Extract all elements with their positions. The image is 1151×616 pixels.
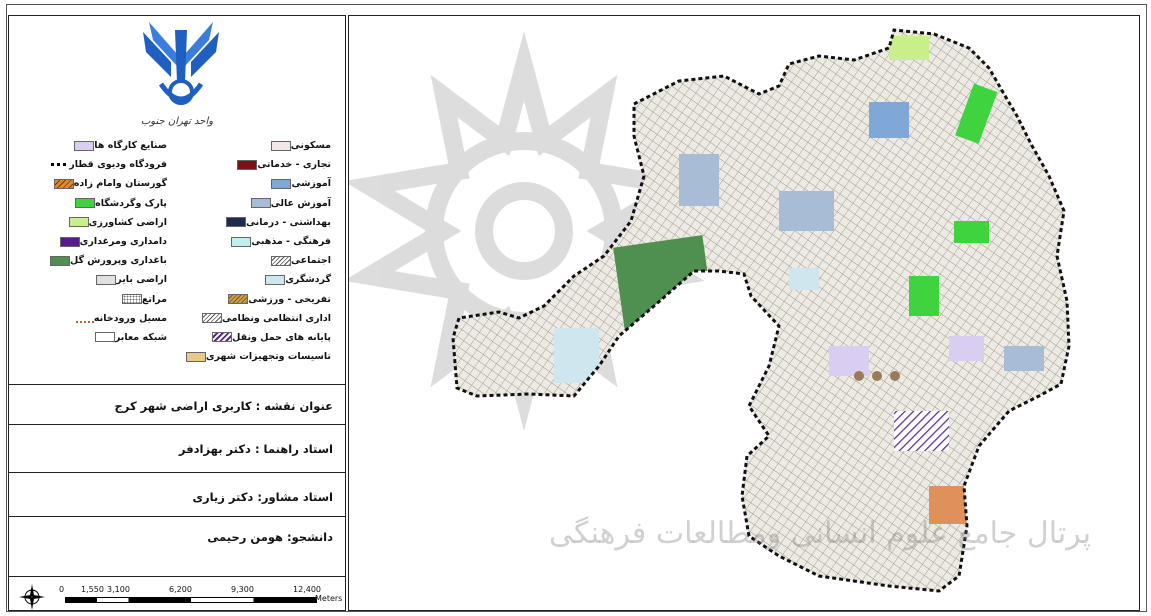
- legend-item: فرهنگی - مذهبی: [171, 232, 331, 251]
- legend-item: اراضی کشاورزی: [7, 213, 167, 232]
- legend-label: مسیل ورودخانه: [93, 312, 167, 324]
- legend-item: مراتع: [7, 290, 167, 309]
- scale-tick: 1,550: [81, 585, 104, 594]
- legend-swatch: [75, 198, 96, 209]
- legend-swatch: [53, 178, 74, 189]
- scale-tick: 3,100: [107, 585, 130, 594]
- consultant-label: استاد مشاور: دکتر زیاری: [192, 490, 333, 504]
- legend-column-left: صنایع کارگاه ها فرودگاه ودیوی قطار گورستان…: [7, 136, 167, 347]
- scale-tick: 6,200: [169, 585, 192, 594]
- divider: [9, 424, 345, 425]
- north-arrow-icon: [19, 584, 45, 610]
- legend-label: شبکه معابر: [114, 331, 167, 343]
- legend-item: دامداری ومرغداری: [7, 232, 167, 251]
- divider: [9, 384, 345, 385]
- legend-label: اداری انتظامی ونظامی: [222, 312, 331, 324]
- map-title: عنوان نقشه : کاربری اراضی شهر کرج: [114, 399, 333, 413]
- legend-label: مراتع: [141, 293, 167, 305]
- legend-swatch: [49, 255, 70, 266]
- legend-item: گورستان وامام زاده: [7, 174, 167, 193]
- legend-label: بهداشتی - درمانی: [246, 216, 331, 228]
- advisor-label: استاد راهنما : دکتر بهزادفر: [178, 442, 333, 456]
- legend-swatch: [271, 178, 292, 189]
- divider: [9, 516, 345, 517]
- legend-swatch: [250, 198, 271, 209]
- university-logo-icon: [143, 22, 219, 105]
- map-legend: مسکونی تجاری - خدماتی آموزشی آموزش عالی بهدا…: [9, 136, 345, 380]
- legend-item: باغداری وپرورش گل: [7, 251, 167, 270]
- legend-item: شبکه معابر: [7, 328, 167, 347]
- map-panel: پرتال جامع علوم انسانی ومطالعات فرهنگی: [348, 15, 1140, 611]
- divider: [9, 472, 345, 473]
- legend-label: تجاری - خدماتی: [257, 159, 331, 171]
- legend-label: تاسیسات وتجهیزات شهری: [205, 351, 331, 363]
- legend-label: اراضی کشاورزی: [88, 216, 167, 228]
- legend-label: آموزش عالی: [270, 197, 331, 209]
- legend-label: مسکونی: [290, 140, 331, 152]
- legend-swatch: [265, 274, 286, 285]
- scale-units: Meters: [315, 594, 343, 603]
- legend-item: مسکونی: [171, 136, 331, 155]
- divider: [9, 576, 345, 577]
- legend-swatch: [96, 274, 117, 285]
- legend-swatch: [59, 236, 80, 247]
- legend-label: تفریحی - ورزشی: [248, 293, 331, 305]
- legend-label: گردشگری: [285, 274, 331, 286]
- legend-item: بهداشتی - درمانی: [171, 213, 331, 232]
- legend-sidebar: واحد تهران جنوب مسکونی تجاری - خدماتی آموز…: [8, 15, 346, 611]
- legend-label: دامداری ومرغداری: [79, 236, 167, 248]
- legend-label: فرودگاه ودیوی قطار: [69, 159, 167, 171]
- legend-label: فرهنگی - مذهبی: [251, 236, 331, 248]
- legend-label: صنایع کارگاه ها: [94, 140, 167, 152]
- legend-label: باغداری وپرورش گل: [69, 255, 167, 267]
- legend-item: پایانه های حمل ونقل: [171, 328, 331, 347]
- student-label: دانشجو: هومن رحیمی: [207, 530, 333, 544]
- legend-item: اجتماعی: [171, 251, 331, 270]
- legend-swatch: [212, 332, 233, 343]
- legend-swatch: [68, 217, 89, 228]
- legend-item: آموزش عالی: [171, 194, 331, 213]
- legend-item: پارک وگردشگاه: [7, 194, 167, 213]
- legend-label: اجتماعی: [290, 255, 331, 267]
- legend-label: اراضی بایر: [116, 274, 167, 286]
- scale-graphic: [65, 597, 317, 603]
- legend-swatch: [231, 236, 252, 247]
- legend-item: صنایع کارگاه ها: [7, 136, 167, 155]
- city-land-use-map: [349, 28, 1071, 593]
- legend-swatch: [75, 313, 94, 324]
- legend-swatch: [228, 294, 249, 305]
- scale-tick: 0: [59, 585, 65, 594]
- scale-tick: 12,400: [293, 585, 321, 594]
- legend-swatch: [270, 255, 291, 266]
- legend-item: فرودگاه ودیوی قطار: [7, 155, 167, 174]
- legend-swatch: [270, 140, 291, 151]
- legend-swatch: [185, 351, 206, 362]
- legend-item: تاسیسات وتجهیزات شهری: [171, 347, 331, 366]
- scale-bar: 0 1,550 3,100 6,200 9,300 12,400 Meters: [9, 582, 345, 610]
- legend-item: اراضی بایر: [7, 270, 167, 289]
- legend-swatch: [94, 332, 115, 343]
- legend-item: اداری انتظامی ونظامی: [171, 309, 331, 328]
- logo-caption: واحد تهران جنوب: [140, 116, 214, 127]
- watermark-text: پرتال جامع علوم انسانی ومطالعات فرهنگی: [549, 516, 1092, 551]
- legend-label: پارک وگردشگاه: [95, 197, 167, 209]
- legend-label: آموزشی: [291, 178, 331, 190]
- legend-item: تفریحی - ورزشی: [171, 290, 331, 309]
- legend-swatch: [74, 140, 95, 151]
- legend-swatch: [121, 294, 142, 305]
- legend-swatch: [237, 159, 258, 170]
- legend-swatch: [226, 217, 247, 228]
- legend-item: گردشگری: [171, 270, 331, 289]
- legend-item: مسیل ورودخانه: [7, 309, 167, 328]
- legend-label: گورستان وامام زاده: [73, 178, 167, 190]
- legend-swatch: [51, 163, 70, 167]
- legend-column-right: مسکونی تجاری - خدماتی آموزشی آموزش عالی بهدا…: [171, 136, 331, 366]
- legend-item: آموزشی: [171, 174, 331, 193]
- legend-swatch: [202, 313, 223, 324]
- scale-tick: 9,300: [231, 585, 254, 594]
- legend-item: تجاری - خدماتی: [171, 155, 331, 174]
- legend-label: پایانه های حمل ونقل: [232, 331, 331, 343]
